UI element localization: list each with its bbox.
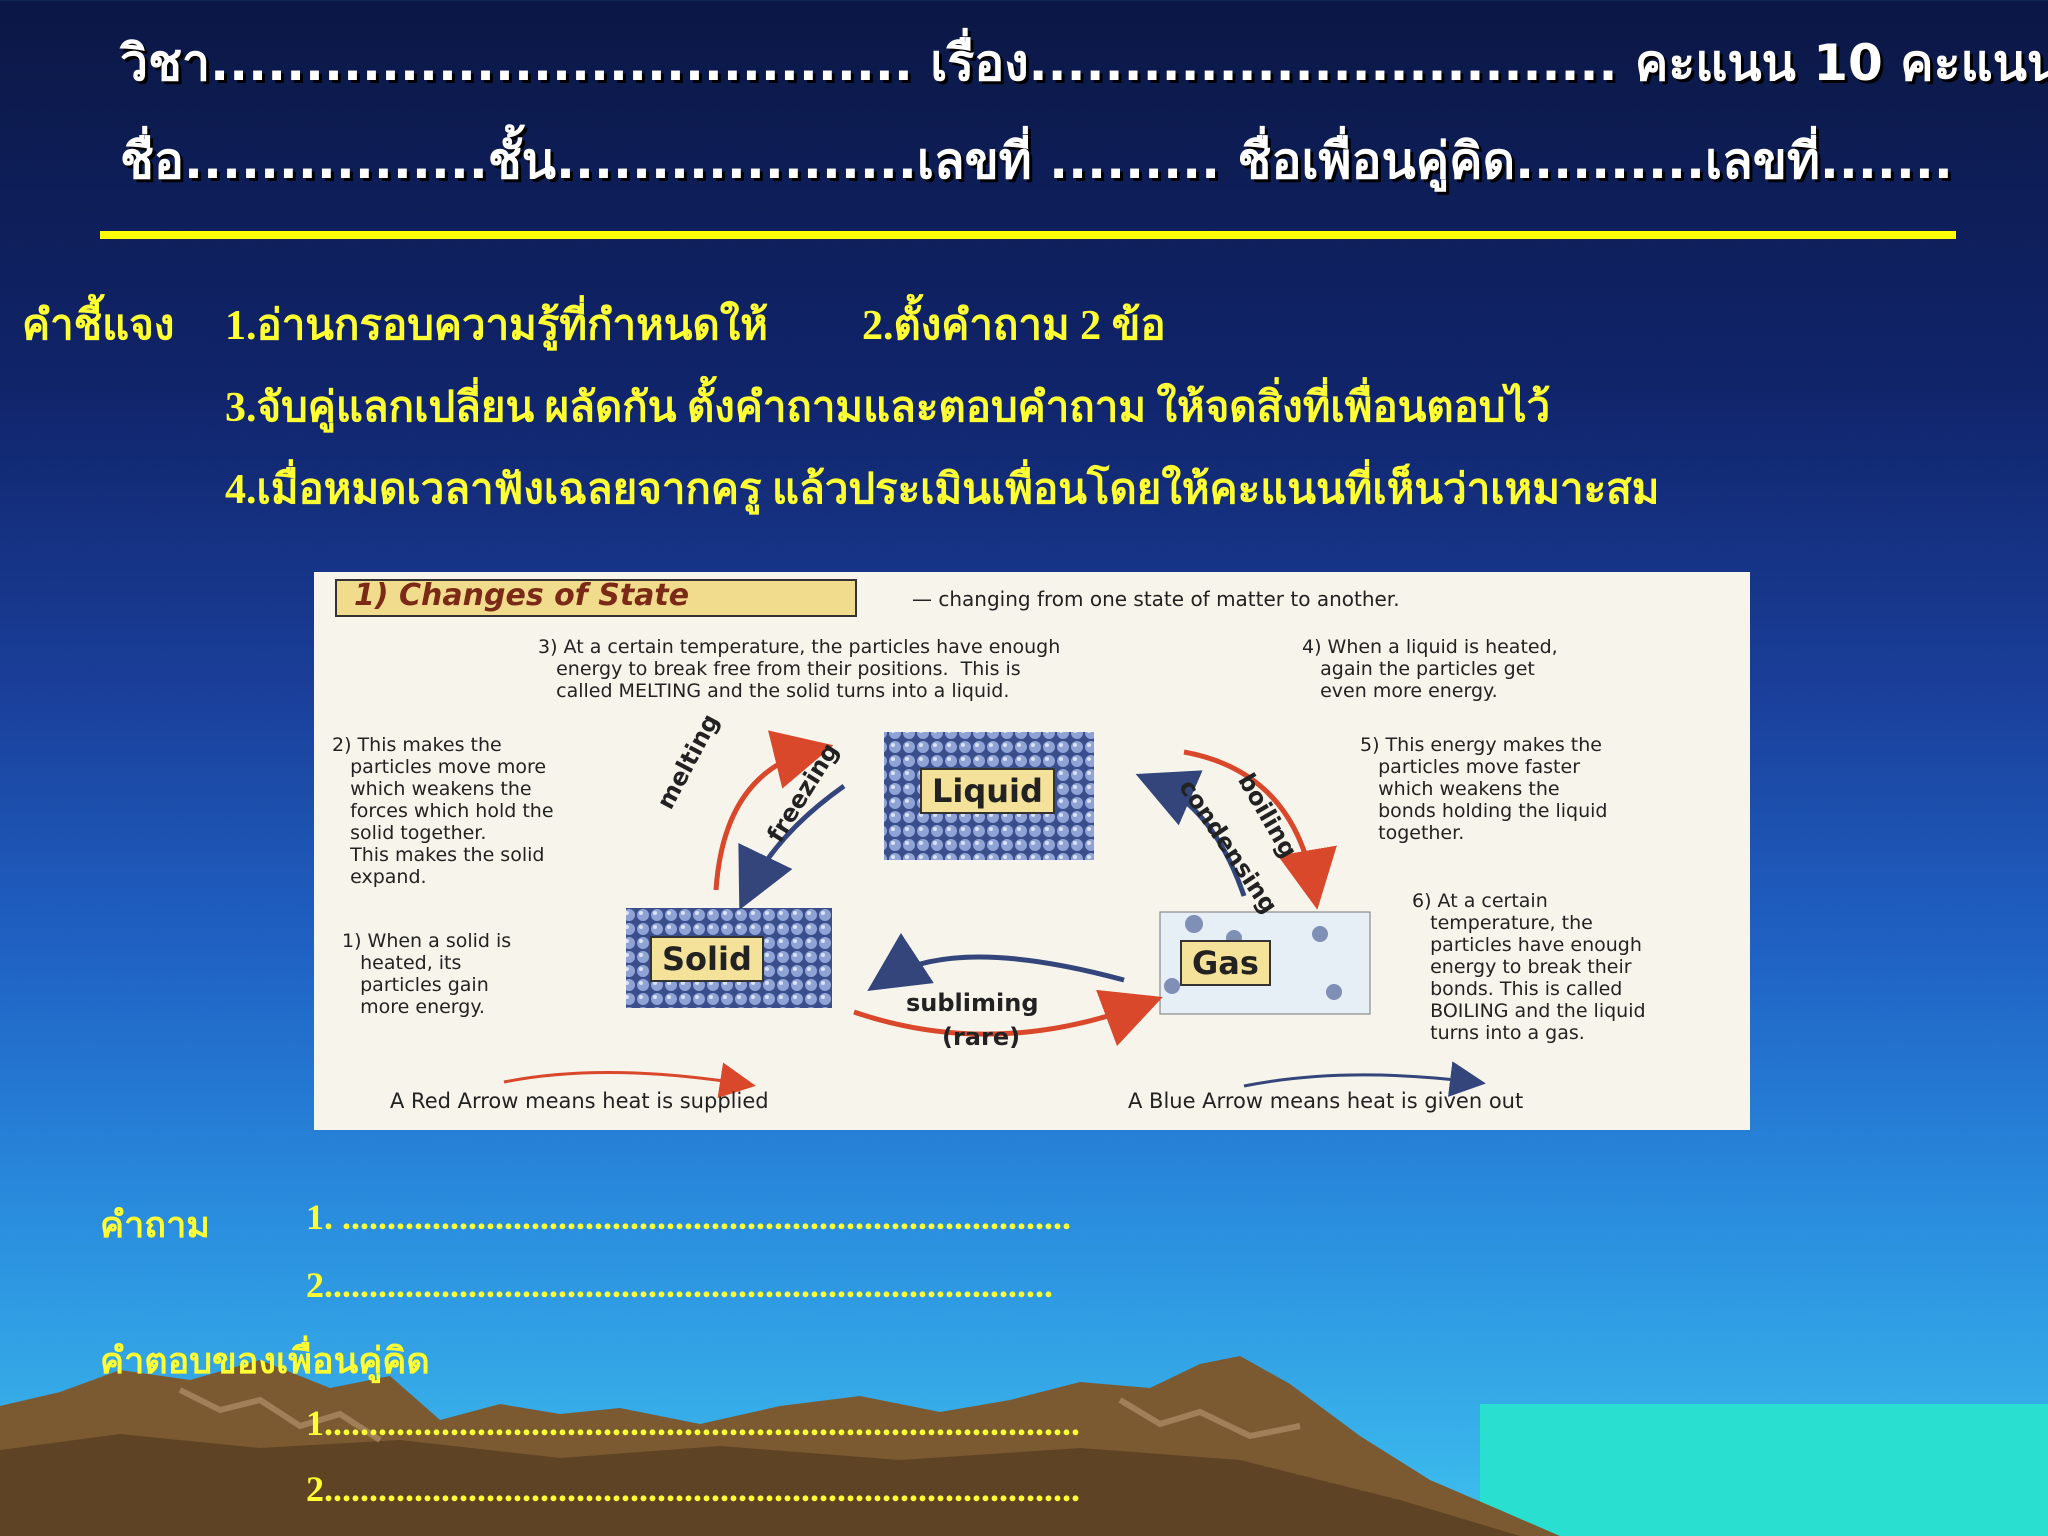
gas-particle [1312,926,1328,942]
gas-particle [1185,915,1203,933]
instructions-label: คำชี้แจง [22,303,175,349]
note-2: 2) This makes the particles move more wh… [332,734,554,888]
diagram-title: 1) Changes of State [354,578,690,613]
solid-label: Solid [650,936,764,982]
instruction-4: 4.เมื่อหมดเวลาฟังเฉลยจากครู แล้วประเมินเ… [225,467,1660,513]
header-divider [100,231,1956,239]
mountain-ridge [1118,1397,1301,1440]
rare-label: (rare) [942,1023,1021,1051]
melting-arrow [713,730,834,891]
subliming-label: subliming [906,989,1039,1017]
legend-blue-arrow [1243,1061,1486,1097]
questions-label: คำถาม [100,1205,211,1245]
title-box [335,579,857,617]
answer-2-line: 2.......................................… [306,1469,1080,1509]
sublimation-blue-arrow [867,932,1125,991]
condensing-arrow [1135,770,1247,897]
diagram-subtitle: — changing from one state of matter to a… [912,587,1400,611]
answer-1-line: 1.......................................… [306,1403,1080,1443]
freezing-arrow [738,783,846,911]
instruction-3: 3.จับคู่แลกเปลี่ยน ผลัดกัน ตั้งคำถามและต… [225,385,1551,431]
changes-of-state-diagram: 1) Changes of State — changing from one … [314,572,1750,1130]
note-3: 3) At a certain temperature, the particl… [538,636,1061,702]
header-line-1: วิชา....................................… [120,34,2048,92]
liquid-label: Liquid [920,768,1055,814]
sublimation-red-arrow [853,989,1163,1047]
mountain-ridge [178,1387,382,1443]
instruction-1: 1.อ่านกรอบความรู้ที่กำหนดให้ [225,303,768,349]
answers-label: คำตอบของเพื่อนคู่คิด [100,1341,430,1381]
legend-red-arrow [503,1062,756,1099]
gas-particle [1164,978,1180,994]
red-arrow-legend: A Red Arrow means heat is supplied [390,1089,769,1113]
header-line-2: ชื่อ................ชั้น................… [120,132,1953,190]
question-2-line: 2.......................................… [306,1265,1053,1305]
sea [1480,1404,2048,1536]
gas-label: Gas [1180,940,1271,986]
question-1-line: 1. .....................................… [306,1197,1071,1237]
blue-arrow-legend: A Blue Arrow means heat is given out [1128,1089,1524,1113]
gas-particle [1326,984,1342,1000]
instruction-2: 2.ตั้งคำถาม 2 ข้อ [862,303,1166,349]
boiling-arrow [1183,749,1337,910]
note-1: 1) When a solid is heated, its particles… [342,930,512,1018]
note-4: 4) When a liquid is heated, again the pa… [1302,636,1558,702]
note-6: 6) At a certain temperature, the particl… [1412,890,1646,1044]
mountain-landscape [0,1356,2048,1536]
mountain-shadow [0,1434,1520,1536]
note-5: 5) This energy makes the particles move … [1360,734,1608,844]
